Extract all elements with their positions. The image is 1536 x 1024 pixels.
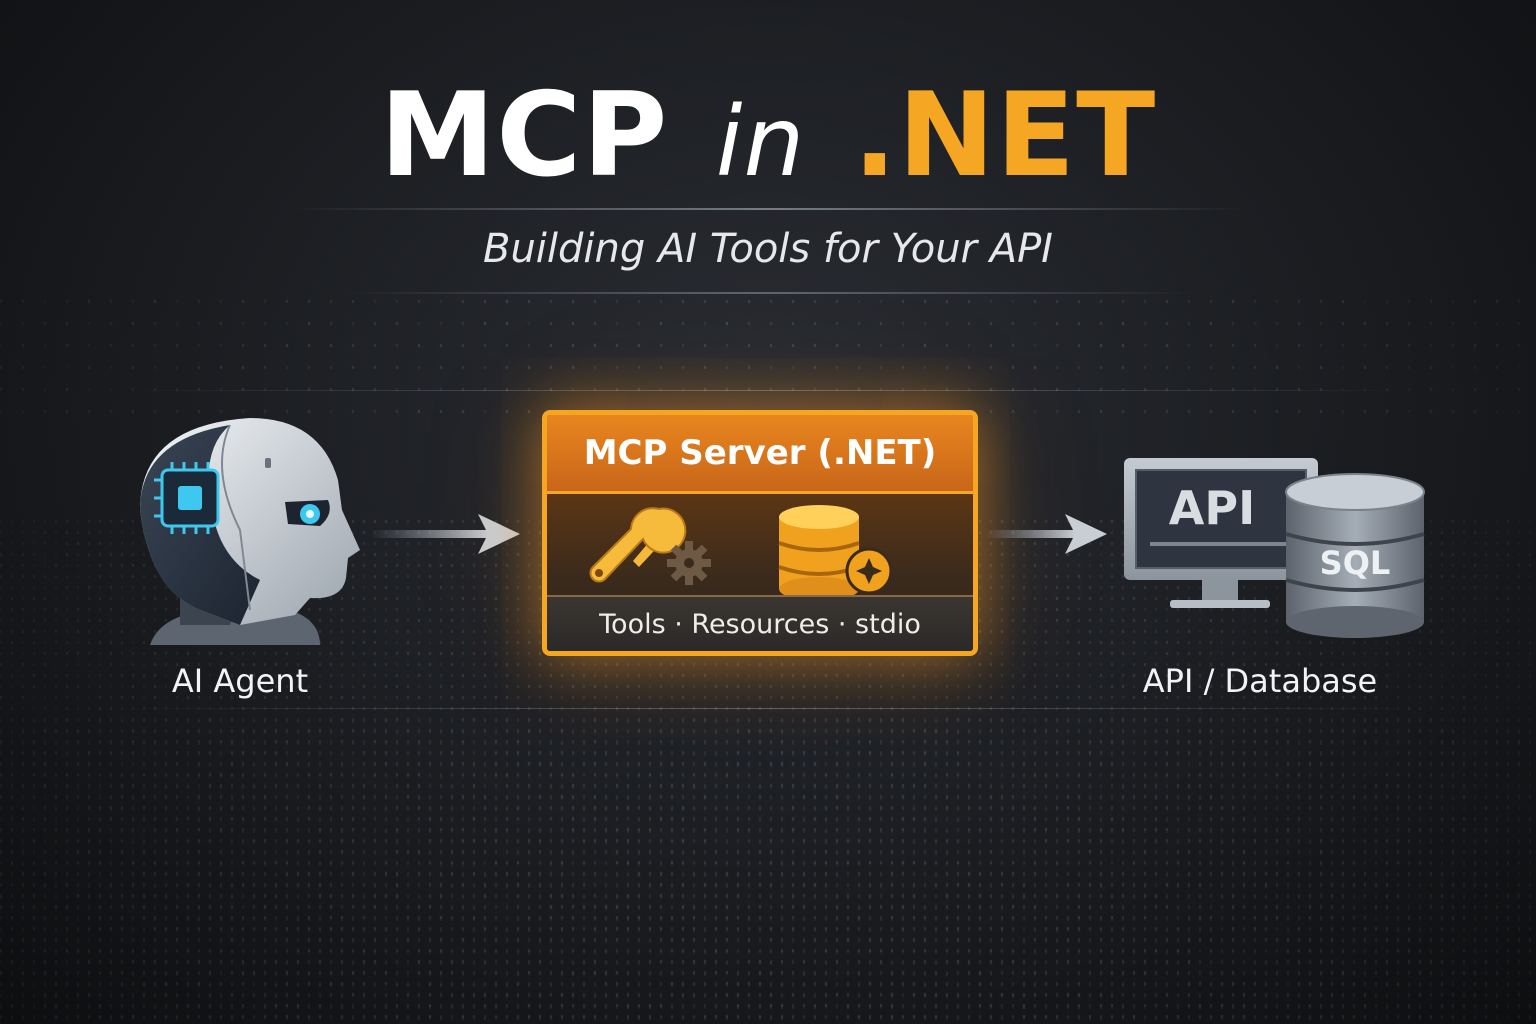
server-header: MCP Server (.NET)	[547, 415, 973, 494]
mcp-server-box: MCP Server (.NET)	[542, 410, 978, 656]
infra-label: API / Database	[1100, 662, 1420, 700]
api-text: API	[1169, 481, 1255, 535]
gear-icon	[667, 541, 711, 585]
upper-divider	[120, 390, 1420, 391]
title-connector: in	[716, 86, 806, 198]
lower-divider	[120, 708, 1420, 709]
server-body	[547, 491, 973, 601]
sql-text: SQL	[1320, 544, 1391, 582]
sparkle-icon	[847, 549, 891, 593]
server-icons	[547, 491, 973, 601]
arrow-right-icon	[370, 510, 530, 560]
subtitle-divider	[340, 292, 1200, 294]
database-icon	[779, 505, 859, 601]
server-title: MCP Server (.NET)	[584, 433, 937, 473]
page-subtitle: Building AI Tools for Your API	[0, 226, 1536, 272]
api-database-illustration: API SQL	[1118, 452, 1438, 652]
server-features: Tools · Resources · stdio	[599, 609, 921, 640]
agent-label: AI Agent	[120, 662, 360, 700]
arrow-right-icon	[985, 510, 1115, 560]
title-main: MCP	[380, 68, 669, 203]
wrench-icon	[591, 508, 686, 581]
title-divider	[290, 208, 1250, 210]
robot-head-icon	[120, 410, 370, 650]
sql-database-icon: SQL	[1286, 474, 1424, 638]
server-footer: Tools · Resources · stdio	[547, 595, 973, 651]
page-title: MCP in .NET	[0, 78, 1536, 194]
title-accent: .NET	[853, 68, 1157, 203]
